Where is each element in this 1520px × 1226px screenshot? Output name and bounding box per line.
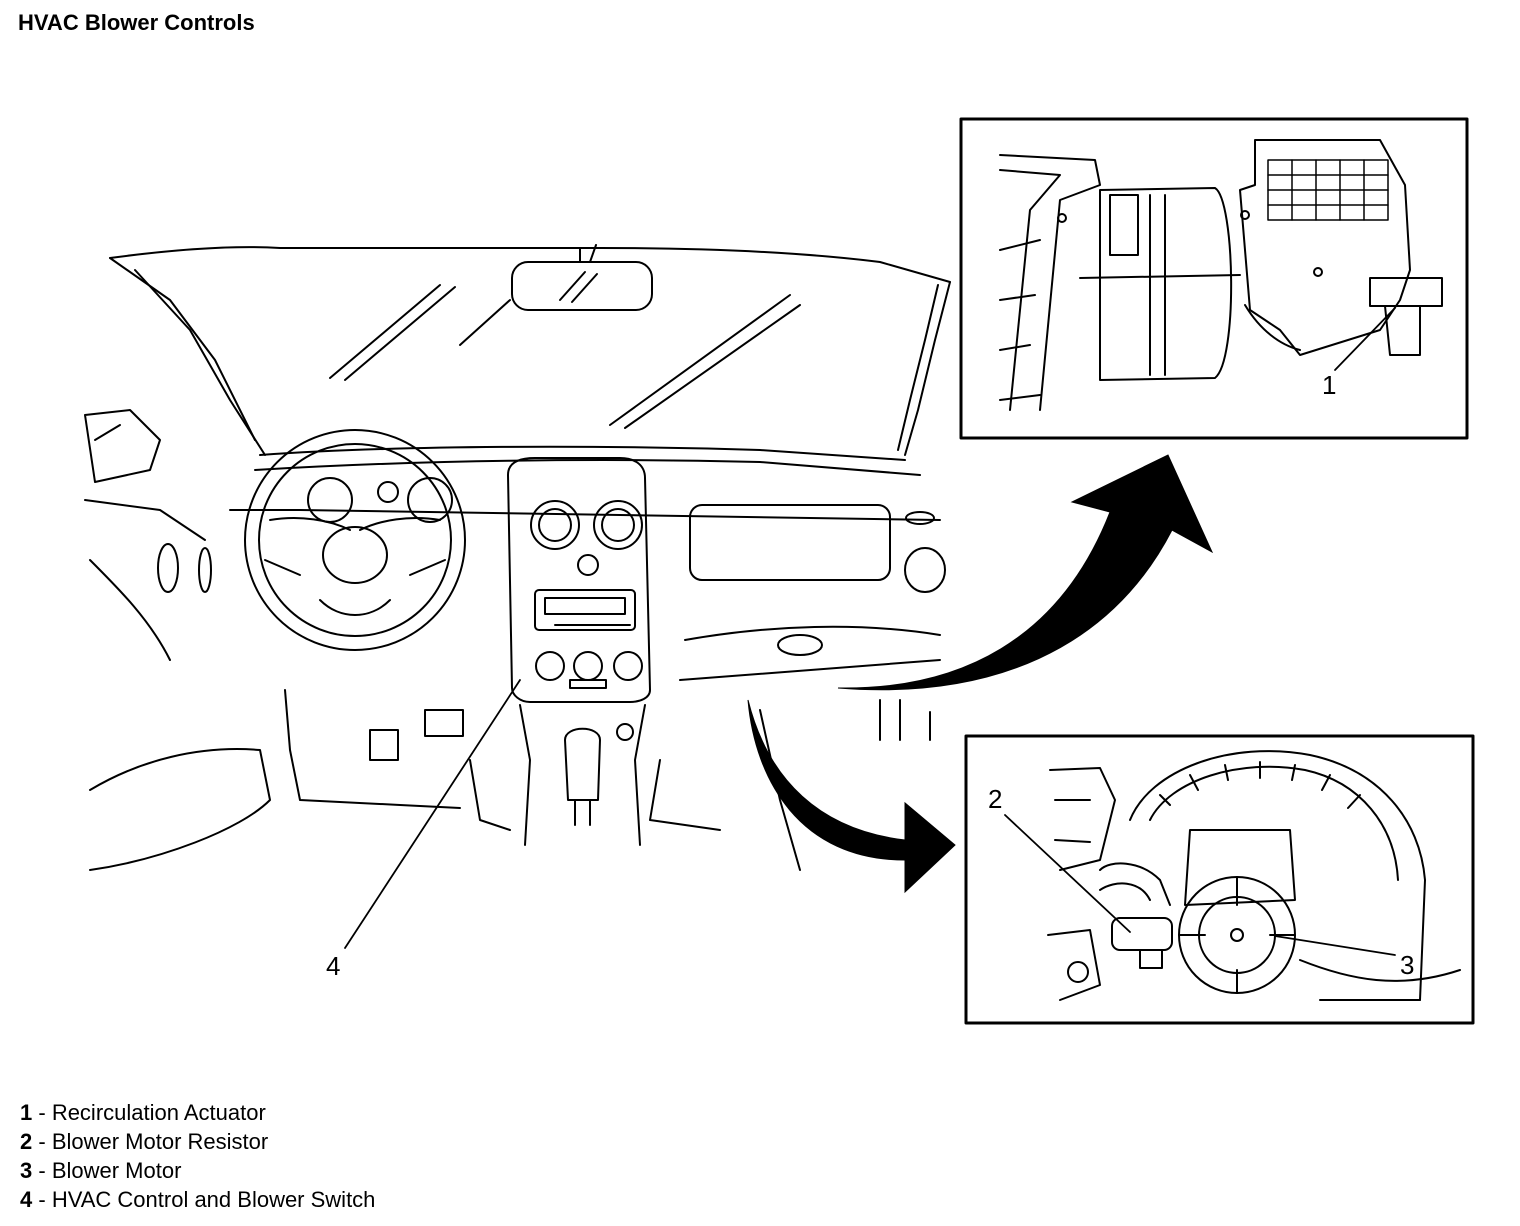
- leader-line-1: [1334, 307, 1396, 371]
- callout-3: 3: [1400, 950, 1414, 980]
- arrow-to-recirculation-actuator: [837, 454, 1214, 691]
- callout-2: 2: [988, 784, 1002, 814]
- legend-item: 3 - Blower Motor: [20, 1158, 182, 1183]
- legend-item: 4 - HVAC Control and Blower Switch: [20, 1187, 376, 1212]
- inset-recirculation-actuator: [959, 117, 1469, 440]
- callout-4: 4: [326, 951, 340, 981]
- page-title: HVAC Blower Controls: [18, 10, 255, 35]
- legend: 1 - Recirculation Actuator 2 - Blower Mo…: [20, 1098, 375, 1214]
- inset-blower-motor: [964, 734, 1475, 1025]
- legend-item: 1 - Recirculation Actuator: [20, 1100, 266, 1125]
- leader-line-4: [344, 679, 521, 949]
- arrow-to-blower-motor: [747, 699, 956, 894]
- callout-1: 1: [1322, 370, 1336, 400]
- leader-line-3: [1274, 935, 1396, 956]
- legend-item: 2 - Blower Motor Resistor: [20, 1129, 269, 1154]
- dashboard-illustration: [84, 244, 951, 871]
- leader-line-2: [1004, 814, 1131, 933]
